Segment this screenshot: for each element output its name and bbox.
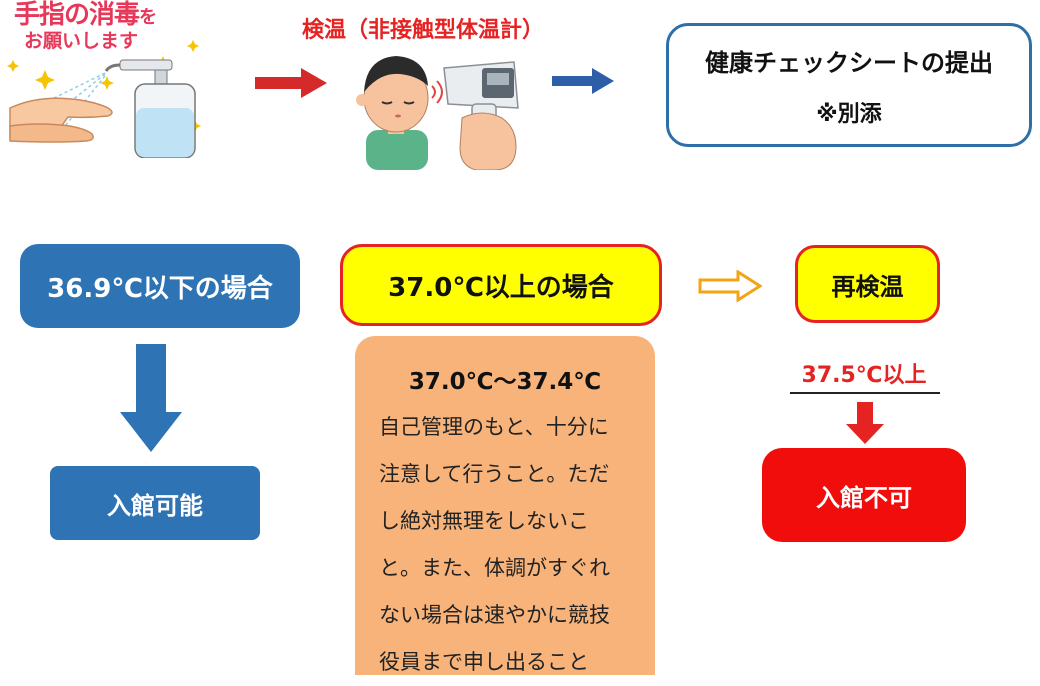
- caution-note-text: 自己管理のもと、十分に 注意して行うこと。ただ し絶対無理をしないこ と。また、…: [355, 404, 655, 686]
- caution-note-line: 注意して行うこと。ただ: [379, 462, 610, 486]
- recheck-box: 再検温: [795, 245, 940, 323]
- caution-note-line: ない場合は速やかに競技: [379, 603, 610, 627]
- health-check-sheet-title: 健康チェックシートの提出: [705, 48, 993, 77]
- thermometer-check-illustration: [356, 56, 519, 170]
- sanitize-heading-main: 手指の消毒: [14, 0, 140, 30]
- health-check-sheet-box: 健康チェックシートの提出 ※別添: [666, 23, 1032, 147]
- caution-note-heading: 37.0℃～37.4℃: [408, 369, 602, 395]
- right-arrow-icon: [255, 68, 327, 98]
- caution-note-line: と。また、体調がすぐれ: [379, 556, 610, 580]
- right-arrow-icon: [552, 68, 614, 94]
- below-369-box: 36.9℃以下の場合: [20, 244, 300, 328]
- temperature-check-title: 検温（非接触型体温計）: [302, 18, 545, 43]
- hand-sanitizer-icon: [7, 40, 201, 159]
- above-370-box: 37.0℃以上の場合: [340, 244, 662, 326]
- down-arrow-icon: [120, 344, 182, 452]
- entry-denied-box: 入館不可: [762, 448, 966, 542]
- threshold-divider: [790, 392, 940, 394]
- caution-note-line: し絶対無理をしないこ: [379, 509, 589, 533]
- caution-note-line: 役員まで申し出ること: [379, 650, 589, 674]
- entry-allowed-box: 入館可能: [50, 466, 260, 540]
- person-shirt-icon: [366, 130, 428, 170]
- threshold-375-label: 37.5℃以上: [801, 363, 927, 388]
- down-arrow-icon: [846, 402, 884, 444]
- sanitize-heading: 手指の消毒を: [14, 0, 157, 33]
- caution-note-box: 37.0℃～37.4℃ 自己管理のもと、十分に 注意して行うこと。ただ し絶対無…: [355, 336, 655, 675]
- caution-note-line: 自己管理のもと、十分に: [379, 415, 609, 439]
- outline-right-arrow-icon: [698, 270, 762, 302]
- hand-sanitizer-illustration: [5, 8, 220, 159]
- sanitize-heading-tail: を: [139, 7, 157, 28]
- sanitize-subheading: お願いします: [24, 30, 139, 52]
- health-check-sheet-note: ※別添: [816, 101, 882, 127]
